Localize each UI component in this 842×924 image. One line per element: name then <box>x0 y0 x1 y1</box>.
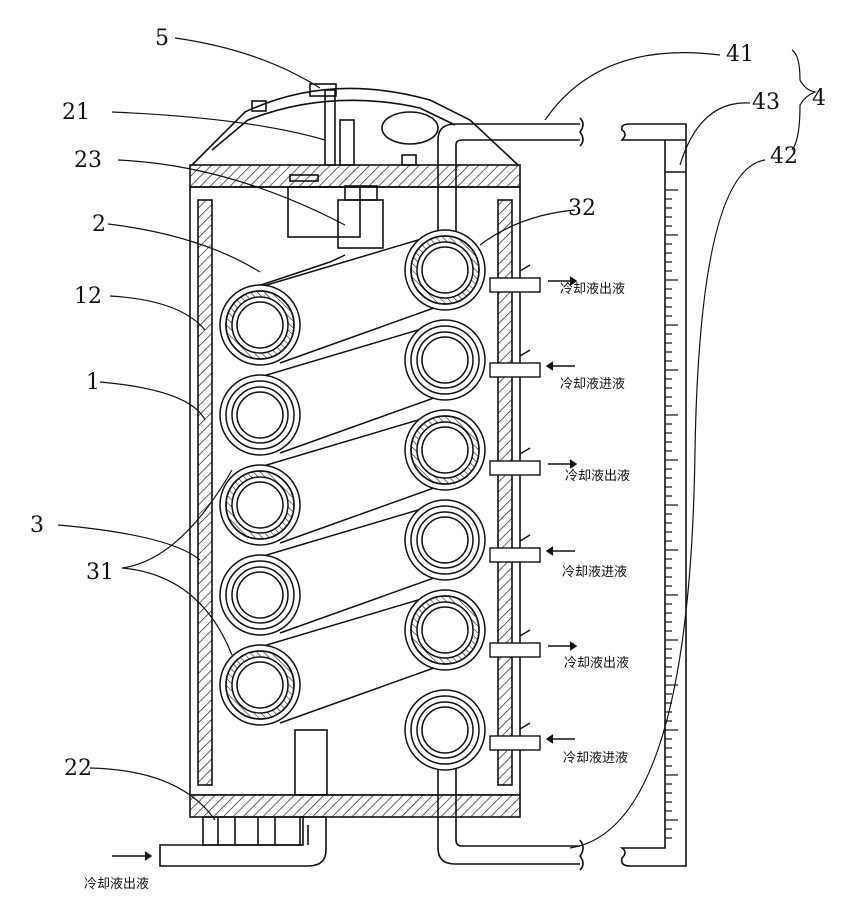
top-flange <box>190 165 520 187</box>
inner-column <box>288 187 360 237</box>
label-31: 31 <box>86 562 114 584</box>
coolant-in-label-1: 冷却液进液 <box>560 378 625 391</box>
label-1: 1 <box>86 372 100 394</box>
bottom-outlet-arrow <box>112 852 151 860</box>
label-42: 42 <box>770 146 798 168</box>
left-coil-4 <box>220 555 300 635</box>
right-coil-3 <box>405 410 485 490</box>
right-coil-1 <box>405 230 485 310</box>
label-12: 12 <box>74 286 102 308</box>
left-coil-5 <box>220 645 300 725</box>
coolant-out-label-1: 冷却液出液 <box>560 283 625 296</box>
right-coil-6 <box>405 690 485 770</box>
right-coil-4 <box>405 500 485 580</box>
left-coil-1 <box>220 285 300 365</box>
coolant-bottom-out-label: 冷却液出液 <box>84 878 149 891</box>
bottom-flange <box>190 795 520 817</box>
coolant-in-label-2: 冷却液进液 <box>562 566 627 579</box>
coolant-in-label-3: 冷却液进液 <box>563 752 628 765</box>
label-4: 4 <box>812 88 826 110</box>
right-coil-5 <box>405 590 485 670</box>
coolant-out-label-3: 冷却液出液 <box>564 657 629 670</box>
coolant-out-label-2: 冷却液出液 <box>565 470 630 483</box>
right-coil-2 <box>405 320 485 400</box>
label-2: 2 <box>92 214 106 236</box>
label-43: 43 <box>752 92 780 114</box>
label-21: 21 <box>62 102 90 124</box>
label-23: 23 <box>74 150 102 172</box>
left-coil-2 <box>220 375 300 455</box>
label-3: 3 <box>30 515 44 537</box>
label-5: 5 <box>155 28 169 50</box>
left-coil-3 <box>220 465 300 545</box>
left-jacket <box>198 200 212 785</box>
label-32: 32 <box>568 198 596 220</box>
label-22: 22 <box>64 758 92 780</box>
label-41: 41 <box>726 44 754 66</box>
